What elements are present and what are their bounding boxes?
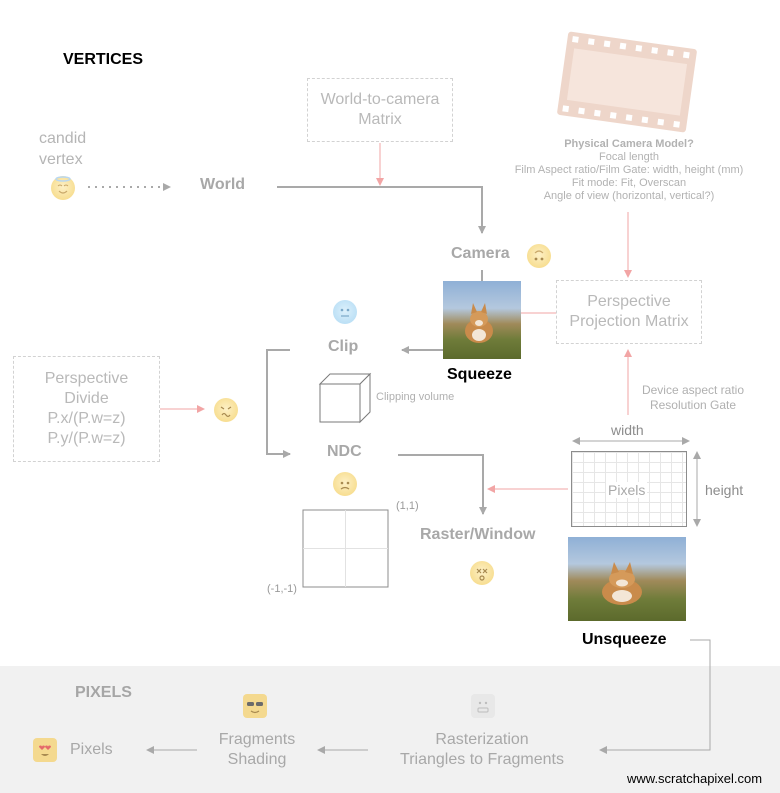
width-label: width [611, 422, 644, 438]
camera-model-text: Physical Camera Model? Focal length Film… [495, 138, 763, 203]
raster-window-label: Raster/Window [420, 526, 536, 543]
dizzy-face-icon [470, 561, 494, 585]
pixels-band [0, 666, 780, 793]
vertex-label: vertex [39, 151, 83, 168]
world-to-camera-matrix-box: World-to-camera Matrix [307, 78, 453, 142]
unsqueeze-label: Unsqueeze [582, 631, 667, 648]
camera-model-line3: Fit mode: Fit, Overscan [571, 177, 687, 189]
world-to-camera-line2: Matrix [358, 111, 402, 128]
clip-to-ndc-arrow [266, 349, 291, 458]
pixels-title: PIXELS [75, 684, 132, 701]
world-to-camera-line1: World-to-camera [320, 91, 440, 108]
ndc-label: NDC [327, 443, 362, 460]
fragments-line1: Fragments [218, 731, 296, 748]
raster-pixels-label: Pixels [606, 482, 648, 498]
clipping-volume-label: Clipping volume [376, 391, 455, 403]
divide-line2: Divide [64, 390, 109, 407]
pixels-label: Pixels [70, 741, 113, 758]
ndc-to-raster-arrow [398, 454, 487, 515]
fragments-shading-text: Fragments Shading [200, 730, 314, 770]
nauseated-face-icon [214, 398, 238, 422]
camera-label: Camera [451, 245, 510, 262]
dog-photo [443, 281, 521, 359]
squeeze-label: Squeeze [447, 366, 512, 383]
clip-label: Clip [328, 338, 359, 355]
camera-model-title: Physical Camera Model? [564, 138, 694, 150]
camera-model-line4: Angle of view (horizontal, vertical?) [543, 190, 715, 202]
cold-face-icon [333, 300, 357, 324]
divide-line1: Perspective [44, 370, 129, 387]
rasterization-line2: Triangles to Fragments [400, 751, 564, 768]
device-aspect-line2: Resolution Gate [649, 398, 737, 412]
projection-matrix-box: Perspective Projection Matrix [556, 280, 702, 344]
candid-label: candid [39, 130, 87, 147]
world-to-camera-arrow [277, 186, 486, 234]
camera-model-line1: Focal length [599, 151, 659, 163]
pixel-grid [571, 451, 687, 527]
projection-line2: Projection Matrix [569, 313, 689, 330]
fragments-line2: Shading [227, 751, 287, 768]
dog-photo-unsqueezed [568, 537, 686, 621]
film-strip-icon [556, 31, 698, 133]
divide-line3: P.x/(P.w=z) [47, 410, 126, 427]
unsqueeze-to-rasterization-arrow [599, 639, 711, 754]
vertices-title: VERTICES [63, 51, 144, 68]
cube-icon [318, 372, 372, 424]
perspective-divide-box: Perspective Divide P.x/(P.w=z) P.y/(P.w=… [13, 356, 160, 462]
divide-line4: P.y/(P.w=z) [47, 430, 126, 447]
ndc-top-right-label: (1,1) [396, 500, 419, 512]
grimacing-face-icon [471, 694, 495, 718]
device-aspect-text: Device aspect ratio Resolution Gate [636, 383, 750, 413]
heart-eyes-face-icon [33, 738, 57, 762]
device-aspect-line1: Device aspect ratio [641, 383, 745, 397]
rasterization-line1: Rasterization [435, 731, 529, 748]
world-label: World [200, 176, 246, 193]
upside-down-face-icon [527, 244, 551, 268]
website-label: www.scratchapixel.com [627, 771, 763, 786]
camera-model-line2: Film Aspect ratio/Film Gate: width, heig… [514, 164, 744, 176]
projection-line1: Perspective [587, 293, 671, 310]
halo-face-icon [51, 176, 75, 200]
sunglasses-face-icon [243, 694, 267, 718]
worried-face-icon [333, 472, 357, 496]
ndc-bottom-left-label: (-1,-1) [267, 583, 297, 595]
rasterization-text: Rasterization Triangles to Fragments [382, 730, 582, 770]
height-label: height [705, 482, 744, 498]
